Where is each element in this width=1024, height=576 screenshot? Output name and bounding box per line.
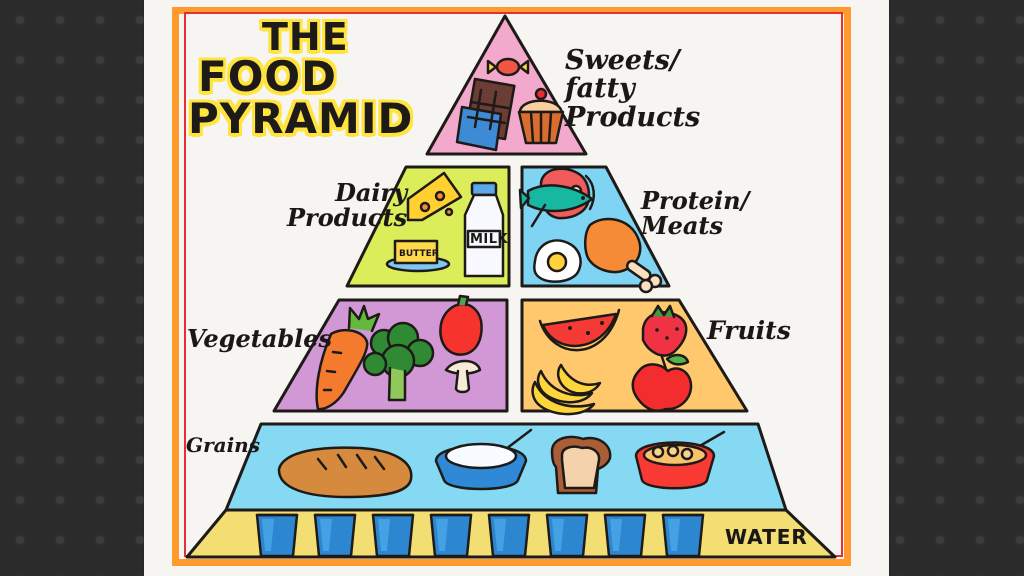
milk-label: MILK: [470, 232, 509, 247]
title-line-the: THE: [262, 15, 349, 59]
title-line-food: FOOD: [198, 52, 337, 101]
title-line-pyramid: PYRAMID: [188, 94, 414, 143]
water-glass-icon: [429, 513, 473, 558]
toast-icon: [550, 435, 612, 495]
chicken-leg-icon: [584, 217, 663, 294]
cupcake-icon: [517, 87, 565, 145]
fruits-label: Fruits: [707, 316, 791, 345]
milk-bottle-icon: MILK: [463, 181, 509, 278]
poster-title: THE FOOD PYRAMID: [188, 18, 428, 140]
water-glasses: [255, 513, 705, 558]
vegetables-label: Vegetables: [187, 324, 333, 353]
grains-label: Grains: [186, 433, 260, 457]
bananas-icon: [531, 363, 602, 416]
bell-pepper-icon: [439, 294, 483, 356]
strawberry-icon: [641, 304, 688, 357]
butter-icon: BUTTER: [385, 239, 451, 273]
protein-label: Protein/ Meats: [641, 186, 750, 241]
water-glass-icon: [661, 513, 705, 558]
carrot-icon: [315, 304, 381, 411]
fish-icon: [518, 184, 594, 228]
water-label: WATER: [725, 525, 808, 549]
watermelon-icon: [538, 308, 621, 352]
egg-icon: [533, 239, 582, 283]
butter-label: BUTTER: [399, 249, 439, 259]
broccoli-icon: [362, 321, 435, 402]
rice-bowl-icon: [434, 428, 533, 491]
mushroom-icon: [444, 359, 482, 394]
paper-border: [172, 7, 851, 566]
water-glass-icon: [603, 513, 647, 558]
candy-icon: [486, 57, 530, 77]
cheese-icon: [406, 171, 463, 222]
chocolate-icon: [455, 77, 516, 152]
water-glass-icon: [313, 513, 357, 558]
water-glass-icon: [371, 513, 415, 558]
bread-icon: [277, 446, 413, 499]
water-glass-icon: [255, 513, 299, 558]
water-glass-icon: [487, 513, 531, 558]
apple-icon: [631, 353, 693, 412]
water-glass-icon: [545, 513, 589, 558]
sweets-label: Sweets/ fatty Products: [565, 45, 701, 133]
noodle-bowl-icon: [634, 430, 726, 490]
dairy-label: Dairy Products: [287, 178, 408, 233]
